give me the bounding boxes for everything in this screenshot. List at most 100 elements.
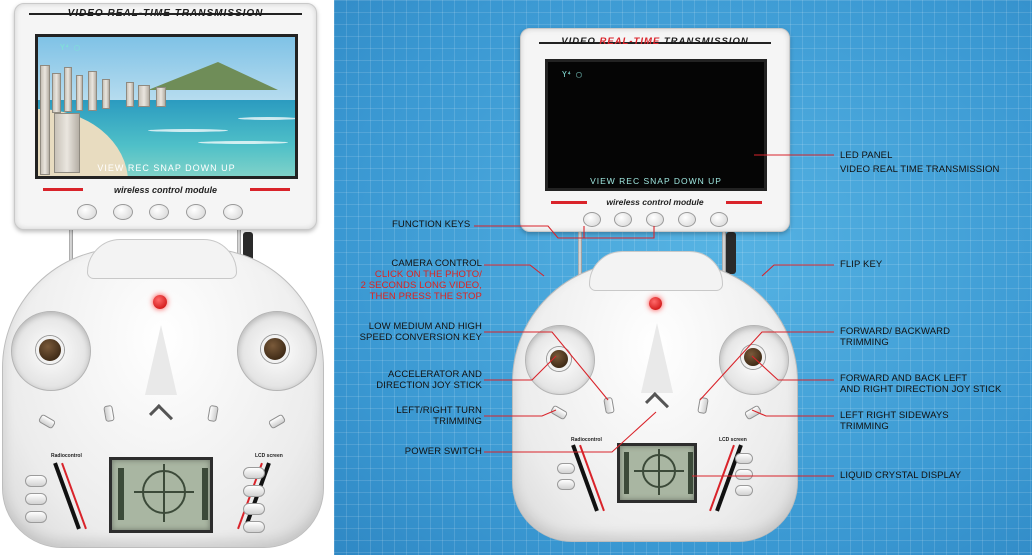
diagram-lcd-left-button-2[interactable] bbox=[557, 479, 575, 490]
lcd-bar-right bbox=[202, 468, 208, 520]
function-key-5[interactable] bbox=[223, 204, 243, 220]
photo-wave bbox=[148, 129, 228, 132]
diagram-monitor: VIDEO REAL-TIME TRANSMISSION Y⁴ ▢ VIEW R… bbox=[520, 28, 790, 232]
label-power-switch: POWER SWITCH bbox=[352, 446, 482, 457]
diagram-controller-body: Radiocontrol LCD screen bbox=[512, 251, 798, 542]
beach-photo bbox=[38, 37, 295, 176]
diagram-monitor-title: VIDEO REAL-TIME TRANSMISSION bbox=[521, 36, 789, 47]
power-led bbox=[153, 295, 167, 309]
sideways-trim[interactable] bbox=[267, 413, 287, 430]
label-flip-key: FLIP KEY bbox=[840, 259, 882, 270]
label-fb-stick-line1: FORWARD AND BACK LEFT bbox=[840, 373, 968, 384]
controller-top-handle bbox=[87, 239, 237, 279]
function-key-2[interactable] bbox=[113, 204, 133, 220]
lcd-left-button-3[interactable] bbox=[25, 511, 47, 523]
screen-menu-photo: VIEW REC SNAP DOWN UP bbox=[97, 163, 236, 173]
label-sideways-line2: TRIMMING bbox=[840, 421, 889, 432]
module-label: wireless control module bbox=[113, 185, 218, 195]
lcd-crosshair-v bbox=[163, 464, 165, 522]
lcd-left-button-2[interactable] bbox=[25, 493, 47, 505]
diagram-function-key-2[interactable] bbox=[614, 212, 632, 227]
diagram-lcd-bar-right bbox=[688, 452, 693, 494]
diagram-lcd-display bbox=[617, 443, 697, 503]
title-part-video: VIDEO bbox=[67, 8, 108, 19]
diagram-power-led bbox=[649, 297, 662, 310]
leader-power-switch bbox=[484, 411, 657, 453]
speed-key[interactable] bbox=[103, 404, 115, 423]
lcd-right-button-2[interactable] bbox=[243, 485, 265, 497]
left-joystick[interactable] bbox=[36, 336, 64, 364]
label-camera-control-line3: THEN PRESS THE STOP bbox=[369, 291, 482, 302]
label-accelerator-line2: DIRECTION JOY STICK bbox=[376, 380, 482, 391]
diagram-title-part-transmission: TRANSMISSION bbox=[660, 36, 749, 47]
diagram-center-v-ridge bbox=[641, 323, 673, 393]
label-sideways-line1: LEFT RIGHT SIDEWAYS bbox=[840, 410, 949, 421]
lcd-right-button-4[interactable] bbox=[243, 521, 265, 533]
screen-status-icons: Y⁴ ▢ bbox=[60, 43, 80, 52]
label-lcd-display-text: LIQUID CRYSTAL DISPLAY bbox=[840, 470, 962, 481]
photo-wave bbox=[198, 141, 288, 144]
label-flip-key-text: FLIP KEY bbox=[840, 259, 883, 270]
function-key-1[interactable] bbox=[77, 204, 97, 220]
diagram-function-key-3[interactable] bbox=[646, 212, 664, 227]
label-lcd-display: LIQUID CRYSTAL DISPLAY bbox=[840, 470, 961, 481]
label-function-keys-text: FUNCTION KEYS bbox=[392, 219, 471, 230]
label-accelerator: ACCELERATOR AND DIRECTION JOY STICK bbox=[352, 369, 482, 391]
photo-tower bbox=[40, 65, 50, 175]
label-camera-control-line2: 2 SECONDS LONG VIDEO, bbox=[360, 280, 482, 291]
left-turn-trim[interactable] bbox=[37, 413, 57, 430]
title-part-realtime: REAL-TIME bbox=[107, 8, 171, 19]
label-fb-trim: FORWARD/ BACKWARD TRIMMING bbox=[840, 326, 950, 348]
label-led-panel-line2: VIDEO REAL TIME TRANSMISSION bbox=[840, 164, 1000, 175]
label-left-turn-line2: TRIMMING bbox=[433, 416, 482, 427]
lcd-bar-left bbox=[118, 468, 124, 520]
center-v-ridge bbox=[145, 325, 177, 395]
forward-backward-trim[interactable] bbox=[207, 404, 219, 423]
diagram-lcd-crosshair-v bbox=[658, 449, 660, 495]
monitor-screen: Y⁴ ▢ VIEW REC SNAP DOWN UP bbox=[35, 34, 298, 179]
radiocontrol-label: Radiocontrol bbox=[51, 453, 82, 459]
leader-accelerator bbox=[484, 355, 557, 381]
diagram-monitor-screen: Y⁴ ▢ VIEW REC SNAP DOWN UP bbox=[545, 59, 767, 191]
diagram-title-part-video: VIDEO bbox=[561, 36, 600, 47]
label-power-switch-text: POWER SWITCH bbox=[404, 446, 482, 457]
label-camera-control-title: CAMERA CONTROL bbox=[391, 258, 482, 269]
diagram-function-key-4[interactable] bbox=[678, 212, 696, 227]
label-led-panel-line1: LED PANEL bbox=[840, 150, 893, 161]
label-speed-key-line1: LOW MEDIUM AND HIGH bbox=[368, 321, 482, 332]
diagram-lcd-right-button-1[interactable] bbox=[735, 453, 753, 464]
photo-wave bbox=[238, 117, 295, 120]
diagram-title-frame bbox=[539, 42, 771, 44]
right-joystick[interactable] bbox=[261, 335, 289, 363]
label-led-panel: LED PANEL VIDEO REAL TIME TRANSMISSION bbox=[840, 150, 999, 175]
leader-camera-control bbox=[484, 264, 545, 277]
controller-body: Radiocontrol LCD screen bbox=[2, 239, 324, 548]
label-left-turn-line1: LEFT/RIGHT TURN bbox=[396, 405, 482, 416]
left-decor-stripe bbox=[53, 462, 81, 530]
diagram-lcd-screen-label: LCD screen bbox=[719, 437, 747, 443]
power-switch-chevron[interactable] bbox=[148, 403, 174, 429]
function-key-4[interactable] bbox=[186, 204, 206, 220]
label-fb-stick: FORWARD AND BACK LEFT AND RIGHT DIRECTIO… bbox=[840, 373, 1001, 395]
diagram-title-part-realtime: REAL-TIME bbox=[599, 36, 661, 47]
diagram-lcd-right-button-3[interactable] bbox=[735, 485, 753, 496]
diagram-controller-top-handle bbox=[589, 251, 723, 291]
lcd-right-button-3[interactable] bbox=[243, 503, 265, 515]
diagram-screen-status-icons: Y⁴ ▢ bbox=[562, 70, 582, 79]
label-function-keys: FUNCTION KEYS bbox=[392, 219, 470, 230]
diagram-screen-menu: VIEW REC SNAP DOWN UP bbox=[590, 176, 722, 186]
lcd-right-button-1[interactable] bbox=[243, 467, 265, 479]
diagram-function-key-5[interactable] bbox=[710, 212, 728, 227]
label-accelerator-line1: ACCELERATOR AND bbox=[387, 369, 482, 380]
function-key-3[interactable] bbox=[149, 204, 169, 220]
diagram-lcd-bar-left bbox=[624, 452, 629, 494]
label-fb-trim-line2: TRIMMING bbox=[840, 337, 889, 348]
leader-function-keys bbox=[474, 225, 655, 239]
diagram-lcd-right-button-2[interactable] bbox=[735, 469, 753, 480]
lcd-display bbox=[109, 457, 213, 533]
lcd-left-button-1[interactable] bbox=[25, 475, 47, 487]
diagram-function-key-1[interactable] bbox=[583, 212, 601, 227]
label-fb-trim-line1: FORWARD/ BACKWARD bbox=[840, 326, 951, 337]
diagram-lcd-left-button-1[interactable] bbox=[557, 463, 575, 474]
diagram-left-antenna bbox=[578, 228, 582, 278]
